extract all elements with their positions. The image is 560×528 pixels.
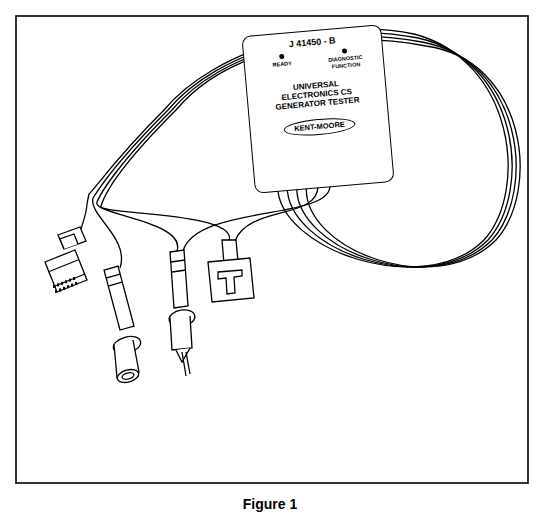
pin (73, 277, 75, 280)
indicator-lamp (279, 54, 284, 59)
pin (59, 288, 61, 291)
pin (53, 285, 55, 288)
indicator-row: READY DIAGNOSTIC FUNCTION (252, 46, 375, 76)
indicator: DIAGNOSTIC FUNCTION (315, 46, 375, 71)
part-number: J 41450 - B (288, 35, 336, 49)
pin (65, 280, 67, 283)
indicator-label: DIAGNOSTIC FUNCTION (316, 53, 375, 71)
t-connector (208, 240, 254, 302)
indicator: READY (252, 52, 312, 77)
maker-name: KENT-MOORE (283, 115, 357, 138)
cable (183, 186, 330, 251)
tool-name: UNIVERSAL ELECTRONICS CS GENERATOR TESTE… (268, 77, 366, 113)
round-plug (104, 266, 143, 385)
pin (63, 287, 65, 290)
pin (69, 279, 71, 282)
tester-housing: J 41450 - B READY DIAGNOSTIC FUNCTION UNIVE… (241, 24, 394, 194)
pin (71, 284, 73, 287)
round-plug (168, 250, 196, 376)
indicator-label: READY (272, 60, 292, 68)
figure-frame (16, 16, 528, 483)
pin (67, 285, 69, 288)
pin (61, 282, 63, 285)
figure-caption: Figure 1 (243, 496, 297, 512)
pin (75, 282, 77, 285)
multi-pin-connector (45, 227, 87, 293)
cable (235, 186, 318, 241)
indicator-lamp (342, 49, 347, 54)
pin (57, 283, 59, 286)
pin (55, 290, 57, 293)
